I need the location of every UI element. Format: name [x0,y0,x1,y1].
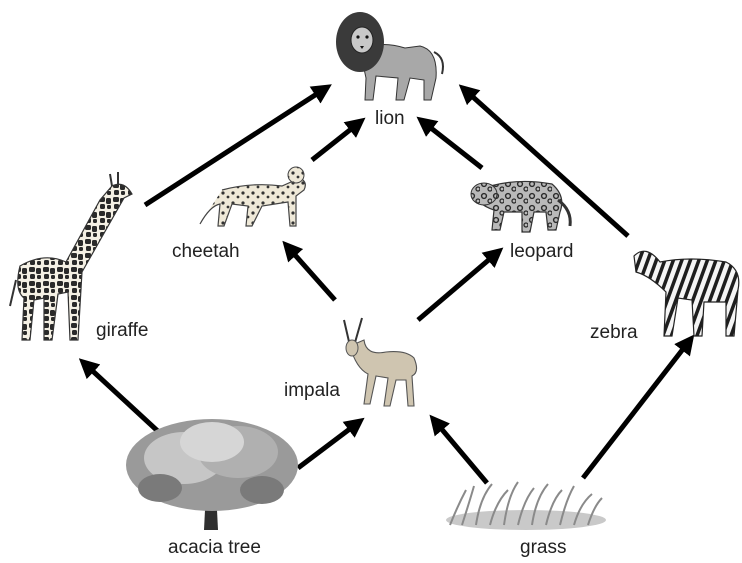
arrow-acacia-to-impala [298,422,359,468]
label-acacia-tree: acacia tree [168,537,261,559]
acacia-tree-illustration [126,419,298,530]
arrow-cheetah-to-lion [312,122,360,160]
label-leopard: leopard [510,241,573,263]
label-cheetah: cheetah [172,241,240,263]
leopard-illustration [471,181,570,232]
arrow-grass-to-zebra [583,340,690,478]
giraffe-illustration [10,172,132,340]
grass-illustration [446,482,606,530]
label-lion: lion [375,108,405,130]
label-impala: impala [284,380,340,402]
label-giraffe: giraffe [96,320,148,342]
label-zebra: zebra [590,322,638,344]
arrow-acacia-to-giraffe [84,363,162,435]
arrow-grass-to-impala [434,420,487,483]
impala-illustration [344,318,417,406]
lion-illustration [336,12,443,100]
arrow-impala-to-cheetah [287,246,335,300]
label-grass: grass [520,537,566,559]
arrow-impala-to-leopard [418,252,498,320]
cheetah-illustration [200,167,305,226]
zebra-illustration [634,251,739,336]
arrow-leopard-to-lion [422,121,482,168]
